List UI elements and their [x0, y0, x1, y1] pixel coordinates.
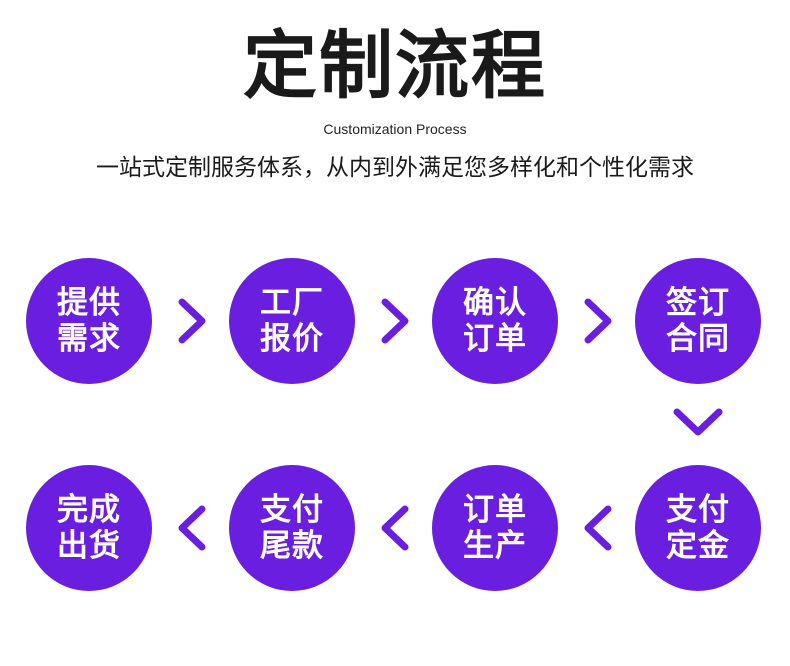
chevron-right-icon — [578, 294, 618, 348]
tagline: 一站式定制服务体系，从内到外满足您多样化和个性化需求 — [96, 155, 694, 181]
chevron-left-icon — [578, 501, 618, 555]
chevron-left-icon — [375, 501, 415, 555]
step-label-line1: 提供 — [57, 285, 121, 321]
step-label-line1: 订单 — [463, 492, 527, 528]
step-label-line1: 完成 — [57, 492, 121, 528]
step-order-production: 订单 生产 — [432, 465, 558, 591]
step-label-line2: 订单 — [463, 321, 527, 357]
page-subtitle-en: Customization Process — [323, 121, 467, 137]
step-label-line1: 支付 — [260, 492, 324, 528]
chevron-down-icon — [671, 402, 725, 442]
step-confirm-order: 确认 订单 — [432, 258, 558, 384]
step-label-line2: 报价 — [260, 321, 324, 357]
step-label-line2: 需求 — [57, 321, 121, 357]
step-label-line2: 定金 — [666, 528, 730, 564]
step-label-line1: 签订 — [666, 285, 730, 321]
step-label-line2: 尾款 — [260, 528, 324, 564]
step-pay-deposit: 支付 定金 — [635, 465, 761, 591]
step-label-line2: 合同 — [666, 321, 730, 357]
step-label-line1: 确认 — [463, 285, 527, 321]
step-label-line2: 出货 — [57, 528, 121, 564]
chevron-right-icon — [375, 294, 415, 348]
step-label-line1: 支付 — [666, 492, 730, 528]
chevron-right-icon — [172, 294, 212, 348]
step-label-line2: 生产 — [463, 528, 527, 564]
step-label-line1: 工厂 — [260, 285, 324, 321]
step-pay-balance: 支付 尾款 — [229, 465, 355, 591]
step-factory-quote: 工厂 报价 — [229, 258, 355, 384]
chevron-left-icon — [172, 501, 212, 555]
step-provide-requirements: 提供 需求 — [26, 258, 152, 384]
step-sign-contract: 签订 合同 — [635, 258, 761, 384]
page-title: 定制流程 — [243, 23, 547, 109]
step-completion-shipment: 完成 出货 — [26, 465, 152, 591]
